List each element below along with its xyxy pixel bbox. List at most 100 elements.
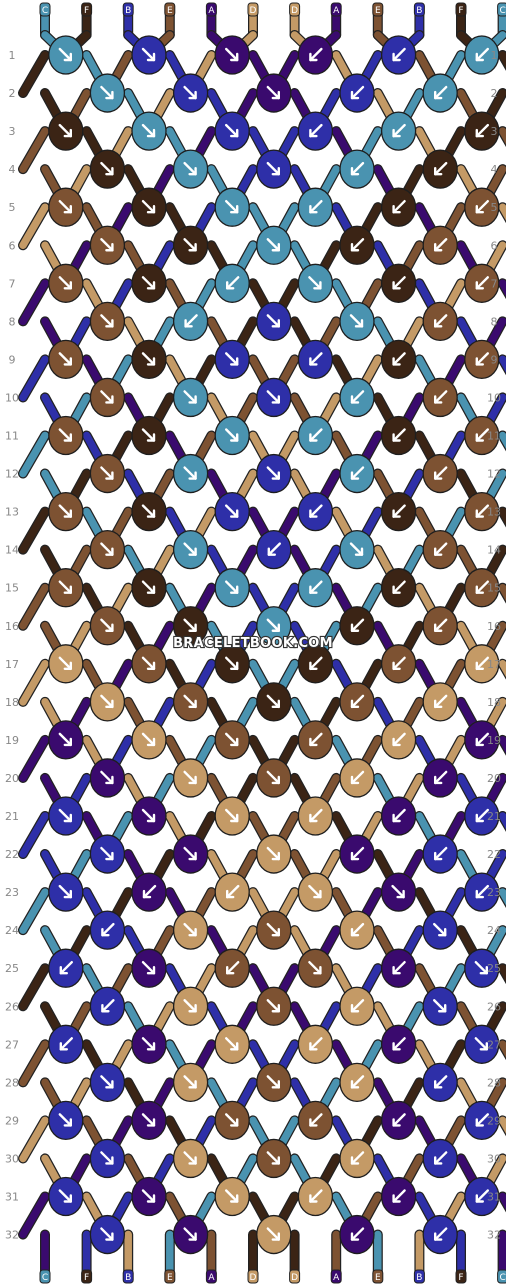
arrow-head-icon: [225, 281, 235, 290]
knot: [256, 530, 292, 570]
arrow-head-icon: [354, 547, 364, 556]
knot: [131, 263, 167, 303]
strand-label-bottom: D: [291, 1273, 298, 1283]
row-label-right: 26: [487, 1000, 501, 1013]
arrow-head-icon: [309, 1118, 318, 1127]
arrow-head-icon: [188, 395, 197, 404]
knot: [48, 35, 84, 75]
edge-strand: [498, 203, 506, 221]
arrow-head-icon: [146, 813, 156, 823]
arrow-down-right-icon: [224, 504, 239, 518]
row-label-left: 26: [5, 1000, 19, 1013]
knot: [172, 301, 209, 342]
arrow-down-right-icon: [183, 694, 197, 709]
strand-label-bottom-chip: [164, 1269, 176, 1284]
arrow-head-icon: [146, 128, 156, 138]
arrow-head-icon: [313, 281, 322, 290]
arrow-down-left-icon: [309, 504, 323, 518]
arrow-down-right-icon: [100, 161, 114, 176]
arrow-down-left-icon: [475, 504, 489, 518]
arrow-head-icon: [309, 585, 318, 594]
arrow-down-left-icon: [350, 999, 365, 1013]
knot: [297, 720, 334, 760]
arrow-head-icon: [229, 661, 239, 670]
knot: [131, 720, 167, 760]
edge-strand: [19, 127, 49, 173]
arrow-down-left-icon: [434, 1151, 448, 1165]
strand-label-top: E: [167, 6, 173, 16]
arrow-down-left-icon: [434, 390, 448, 404]
arrow-head-icon: [63, 128, 73, 138]
arrow-down-right-icon: [266, 466, 280, 480]
arrow-down-right-icon: [349, 542, 364, 556]
edge-strand: [498, 660, 506, 678]
arrow-down-right-icon: [308, 276, 322, 290]
arrow-head-icon: [271, 1004, 280, 1013]
arrow-down-right-icon: [349, 314, 364, 328]
knot: [297, 948, 334, 988]
row-label-left: 24: [5, 924, 19, 937]
arrow-head-icon: [434, 1156, 443, 1165]
arrow-head-icon: [271, 699, 280, 709]
knot: [214, 720, 250, 760]
arrow-head-icon: [392, 509, 401, 518]
arrow-down-left-icon: [475, 1113, 489, 1127]
arrow-head-icon: [392, 813, 401, 823]
arrow-head-icon: [146, 1118, 156, 1127]
arrow-head-icon: [392, 281, 401, 290]
arrow-down-left-icon: [392, 1037, 406, 1051]
arrow-down-right-icon: [224, 1037, 239, 1051]
knot: [422, 149, 458, 189]
arrow-head-icon: [271, 243, 280, 252]
arrow-head-icon: [63, 737, 73, 747]
knot: [172, 682, 209, 722]
knot: [89, 1062, 126, 1102]
arrow-down-right-icon: [141, 428, 156, 442]
arrow-down-right-icon: [100, 846, 114, 861]
strand-label-top: A: [208, 6, 215, 16]
arrow-down-right-icon: [141, 123, 156, 138]
arrow-down-right-icon: [183, 922, 197, 937]
strand-label-bottom: A: [333, 1273, 340, 1283]
knot: [339, 301, 375, 342]
knot: [297, 1176, 334, 1217]
arrow-down-right-icon: [433, 922, 447, 937]
row-label-right: 11: [487, 430, 501, 443]
knot: [89, 530, 126, 570]
knot: [297, 187, 334, 227]
arrow-head-icon: [229, 357, 239, 366]
arrow-head-icon: [309, 52, 318, 62]
knot: [422, 225, 458, 265]
arrow-down-left-icon: [350, 1075, 365, 1089]
knot: [48, 111, 84, 151]
arrow-head-icon: [188, 623, 197, 632]
arrow-head-icon: [146, 433, 156, 442]
arrow-head-icon: [475, 509, 484, 518]
row-label-right: 4: [491, 163, 498, 176]
knot: [339, 758, 375, 798]
edge-strand: [498, 888, 506, 906]
arrow-down-right-icon: [224, 428, 239, 442]
arrow-down-left-icon: [225, 276, 240, 290]
arrow-down-right-icon: [266, 314, 280, 328]
knot: [256, 453, 292, 494]
arrow-down-left-icon: [350, 466, 365, 480]
arrow-head-icon: [105, 547, 114, 556]
arrow-head-icon: [350, 699, 360, 709]
arrow-down-left-icon: [392, 656, 406, 670]
arrow-down-right-icon: [224, 123, 239, 138]
row-label-left: 28: [5, 1076, 19, 1089]
strand-label-bottom: C: [42, 1273, 48, 1283]
strand-label-bottom-chip: [39, 1269, 51, 1284]
arrow-head-icon: [63, 509, 73, 518]
arrow-head-icon: [350, 471, 360, 480]
arrow-down-left-icon: [225, 884, 240, 899]
knot: [464, 491, 500, 532]
arrow-head-icon: [350, 927, 360, 937]
knot: [422, 986, 458, 1026]
arrow-down-right-icon: [183, 161, 197, 176]
arrow-down-right-icon: [58, 504, 73, 518]
arrow-down-right-icon: [266, 922, 280, 937]
strand-label-top-chip: [247, 2, 259, 17]
strand-label-top: C: [42, 6, 48, 16]
